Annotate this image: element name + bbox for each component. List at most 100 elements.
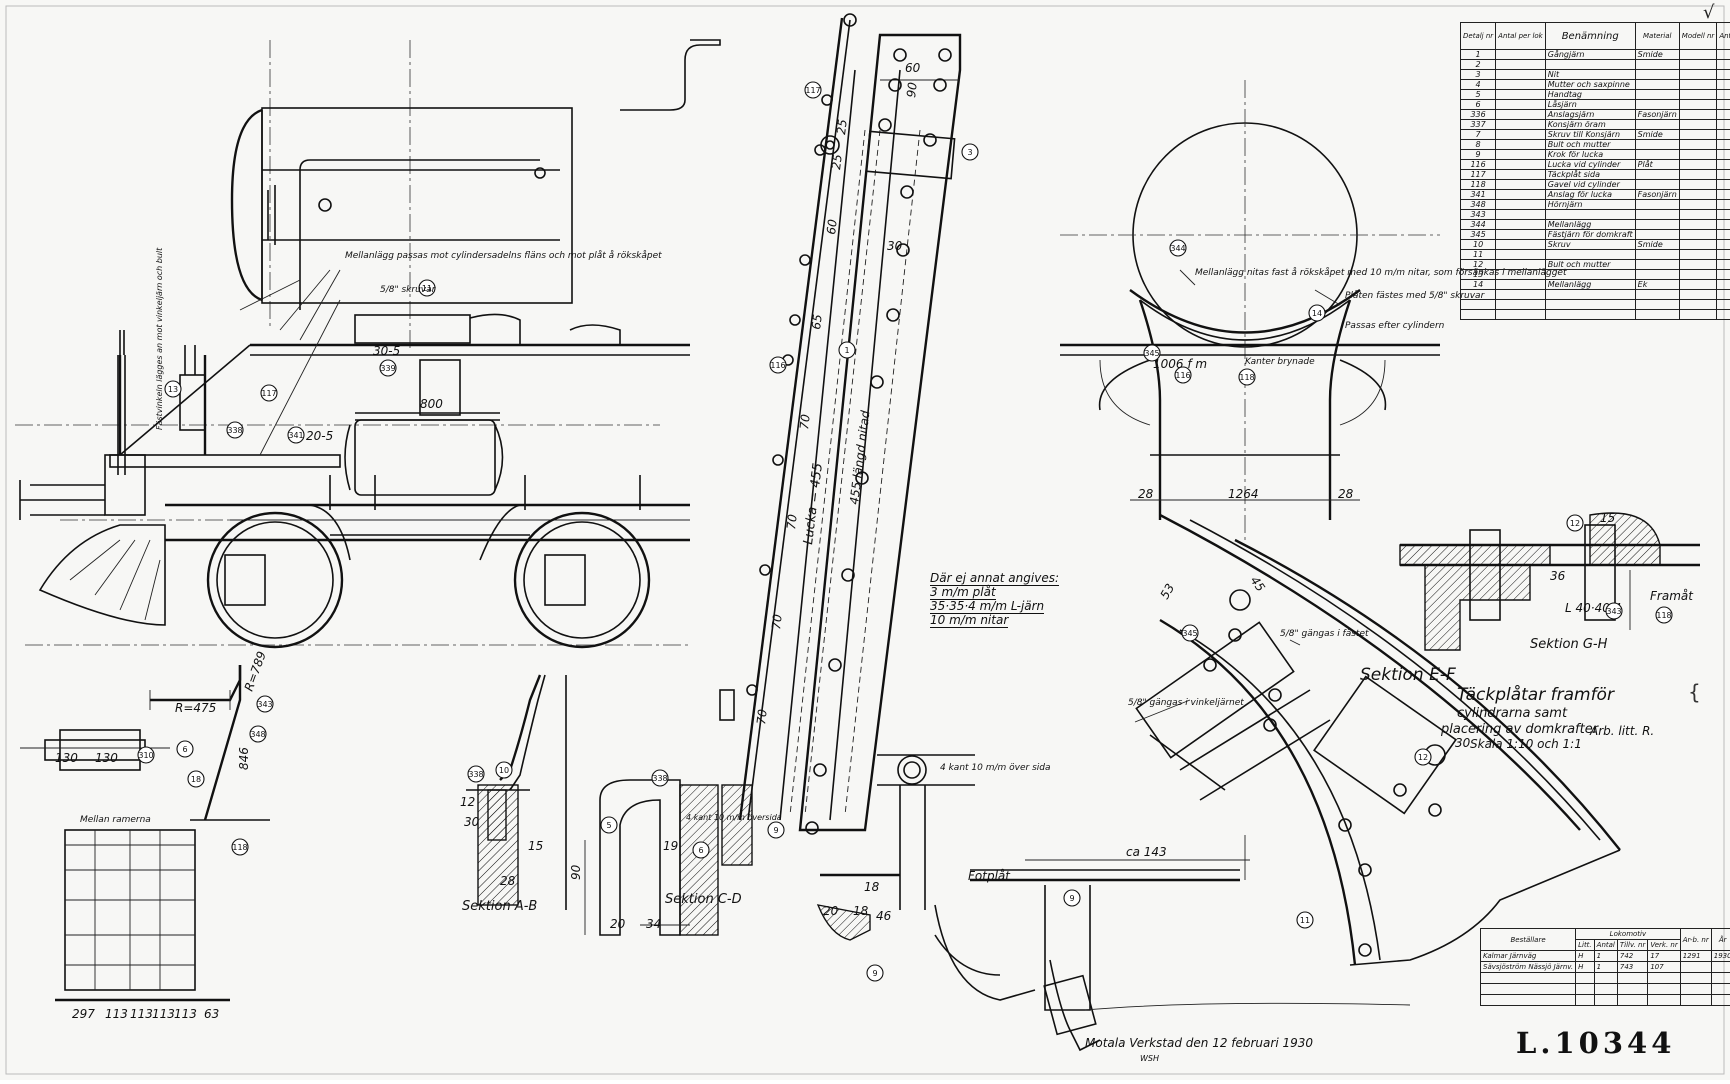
- svg-text:18: 18: [853, 904, 869, 918]
- dim-r475: R=475: [175, 701, 216, 715]
- bom-cell: [1635, 270, 1679, 280]
- svg-text:36: 36: [1550, 569, 1566, 583]
- svg-text:30: 30: [887, 239, 903, 253]
- bom-cell: 1: [1717, 210, 1730, 220]
- bom-cell: [1496, 190, 1546, 200]
- bom-cell: 2: [1717, 80, 1730, 90]
- order-cell: 742: [1617, 951, 1647, 962]
- order-header-tillv: Tillv. nr: [1617, 940, 1647, 951]
- svg-text:341: 341: [288, 431, 303, 440]
- bom-cell: [1635, 150, 1679, 160]
- order-cell: [1481, 995, 1576, 1006]
- bom-cell: [1635, 230, 1679, 240]
- general-note-line-2: 3 m/m plåt: [930, 586, 996, 600]
- bom-cell: [1635, 120, 1679, 130]
- note-mellan-ramerna: Mellan ramerna: [80, 815, 151, 825]
- bom-cell: [1496, 160, 1546, 170]
- bom-cell: [1496, 280, 1546, 290]
- bom-cell: [1496, 130, 1546, 140]
- svg-text:63: 63: [204, 1007, 219, 1021]
- svg-text:113: 113: [174, 1007, 197, 1021]
- bom-cell: [1496, 50, 1546, 60]
- bom-cell: Krok för lucka: [1545, 150, 1635, 160]
- bom-cell: 2: [1717, 100, 1730, 110]
- bom-cell: [1679, 70, 1717, 80]
- bom-cell: [1679, 310, 1717, 320]
- order-cell: [1711, 984, 1730, 995]
- bom-cell: [1679, 130, 1717, 140]
- bom-row: 5Handtag2: [1461, 90, 1730, 100]
- bom-cell: 2: [1717, 270, 1730, 280]
- svg-text:60: 60: [824, 218, 840, 235]
- bom-cell: [1496, 150, 1546, 160]
- order-cell: [1680, 995, 1711, 1006]
- title-main-line3: placering av domkrafter: [1440, 722, 1600, 737]
- svg-text:15: 15: [1600, 511, 1615, 525]
- bom-cell: 2: [1717, 110, 1730, 120]
- bom-cell: Smide: [1635, 50, 1679, 60]
- svg-text:25: 25: [834, 118, 850, 135]
- svg-text:117: 117: [261, 389, 276, 398]
- bom-row: 343 1: [1461, 210, 1730, 220]
- order-cell: [1481, 973, 1576, 984]
- bom-cell: Mellanlägg: [1545, 220, 1635, 230]
- bom-row: 132: [1461, 270, 1730, 280]
- svg-text:65: 65: [809, 313, 825, 330]
- order-cell: [1680, 984, 1711, 995]
- bom-cell: [1545, 290, 1635, 300]
- bom-cell: [1717, 310, 1730, 320]
- order-cell: [1576, 995, 1595, 1006]
- bom-cell: 6: [1461, 100, 1496, 110]
- bom-cell: 11: [1461, 250, 1496, 260]
- bom-cell: 10: [1461, 240, 1496, 250]
- order-cell: 1: [1594, 951, 1617, 962]
- general-note-line-1: Där ej annat angives:: [930, 572, 1059, 586]
- svg-text:118: 118: [1656, 611, 1671, 620]
- bom-cell: Konsjärn öram: [1545, 120, 1635, 130]
- label-framat: Framåt: [1650, 589, 1694, 603]
- bom-cell: 9: [1461, 150, 1496, 160]
- bom-cell: 2: [1717, 230, 1730, 240]
- note-pump: Fästvinkeln lägges an mot vinkeljärn och…: [155, 247, 164, 430]
- order-table: Beställare Lokomotiv Ar-b. nr År Litt. A…: [1480, 928, 1730, 1006]
- title-section-gh: Sektion G-H: [1530, 637, 1608, 652]
- bom-cell: [1679, 220, 1717, 230]
- bom-cell: 7: [1461, 130, 1496, 140]
- svg-text:9: 9: [773, 826, 778, 835]
- bom-cell: Smide: [1635, 240, 1679, 250]
- bom-cell: 3: [1461, 70, 1496, 80]
- bom-cell: [1635, 170, 1679, 180]
- note-passas-efter: Passas efter cylindern: [1345, 321, 1445, 331]
- svg-text:10: 10: [499, 766, 509, 775]
- bom-cell: Hörnjärn: [1545, 200, 1635, 210]
- svg-text:28: 28: [500, 874, 516, 888]
- bom-body: 1GångjärnSmide4243Nit44Mutter och saxpin…: [1461, 50, 1730, 320]
- bom-cell: 116: [1461, 160, 1496, 170]
- bom-cell: [1496, 140, 1546, 150]
- svg-text:18: 18: [191, 775, 201, 784]
- bom-cell: [1496, 70, 1546, 80]
- bom-cell: [1635, 180, 1679, 190]
- svg-text:800: 800: [420, 397, 443, 411]
- bom-cell: Fästjärn för domkraft: [1545, 230, 1635, 240]
- bom-row: 24: [1461, 60, 1730, 70]
- svg-text:30: 30: [464, 815, 480, 829]
- bom-cell: 343: [1461, 210, 1496, 220]
- bom-cell: [1461, 310, 1496, 320]
- svg-text:116: 116: [1175, 371, 1190, 380]
- bom-cell: 2: [1717, 90, 1730, 100]
- title-work-ref: Arb. litt. R.: [1589, 724, 1654, 738]
- svg-text:339: 339: [380, 364, 395, 373]
- order-group-row: Beställare Lokomotiv Ar-b. nr År: [1481, 929, 1730, 940]
- bom-cell: [1496, 180, 1546, 190]
- title-section-ef: Sektion E-F: [1360, 665, 1456, 685]
- bom-cell: Ek: [1635, 280, 1679, 290]
